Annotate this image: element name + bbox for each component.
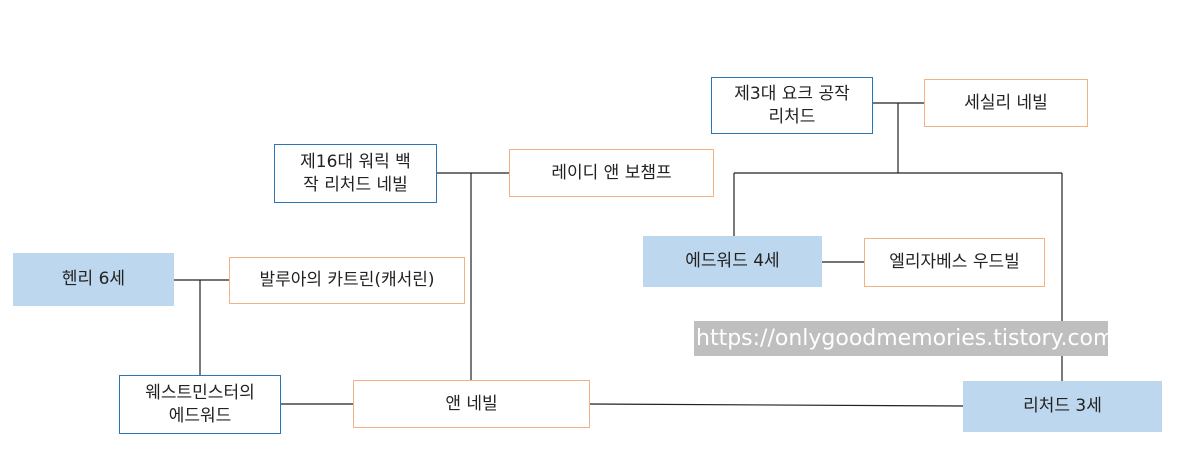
watermark-url: https://onlygoodmemories.tistory.com: [694, 321, 1108, 356]
node-edward-of-westminster: 웨스트민스터의 에드워드: [119, 375, 281, 434]
node-label: 에드워드 4세: [685, 251, 780, 271]
line-anne-richard: [589, 403, 964, 407]
node-richard-iii: 리처드 3세: [963, 381, 1162, 432]
node-edward-iv: 에드워드 4세: [643, 236, 822, 287]
node-label: 세실리 네빌: [964, 92, 1048, 113]
node-anne-neville: 앤 네빌: [353, 380, 590, 428]
node-label: 제16대 워릭 백 작 리처드 네빌: [300, 151, 411, 195]
node-label: 앤 네빌: [445, 393, 498, 414]
node-richard-of-york: 제3대 요크 공작 리처드: [711, 77, 873, 134]
node-catherine-of-valois: 발루아의 카트린(캐서린): [229, 257, 465, 304]
node-label: 제3대 요크 공작 리처드: [734, 83, 850, 127]
node-elizabeth-woodville: 엘리자베스 우드빌: [864, 238, 1045, 287]
node-label: 레이디 앤 보챔프: [551, 162, 672, 183]
node-richard-neville-warwick: 제16대 워릭 백 작 리처드 네빌: [274, 144, 437, 203]
node-label: 헨리 6세: [61, 269, 126, 289]
node-label: 리처드 3세: [1023, 396, 1102, 416]
node-cecily-neville: 세실리 네빌: [924, 79, 1088, 127]
node-label: 발루아의 카트린(캐서린): [259, 270, 435, 290]
node-label: 웨스트민스터의 에드워드: [145, 382, 255, 426]
node-anne-beauchamp: 레이디 앤 보챔프: [509, 149, 714, 197]
node-label: 엘리자베스 우드빌: [889, 252, 1020, 272]
node-henry-vi: 헨리 6세: [13, 253, 174, 306]
